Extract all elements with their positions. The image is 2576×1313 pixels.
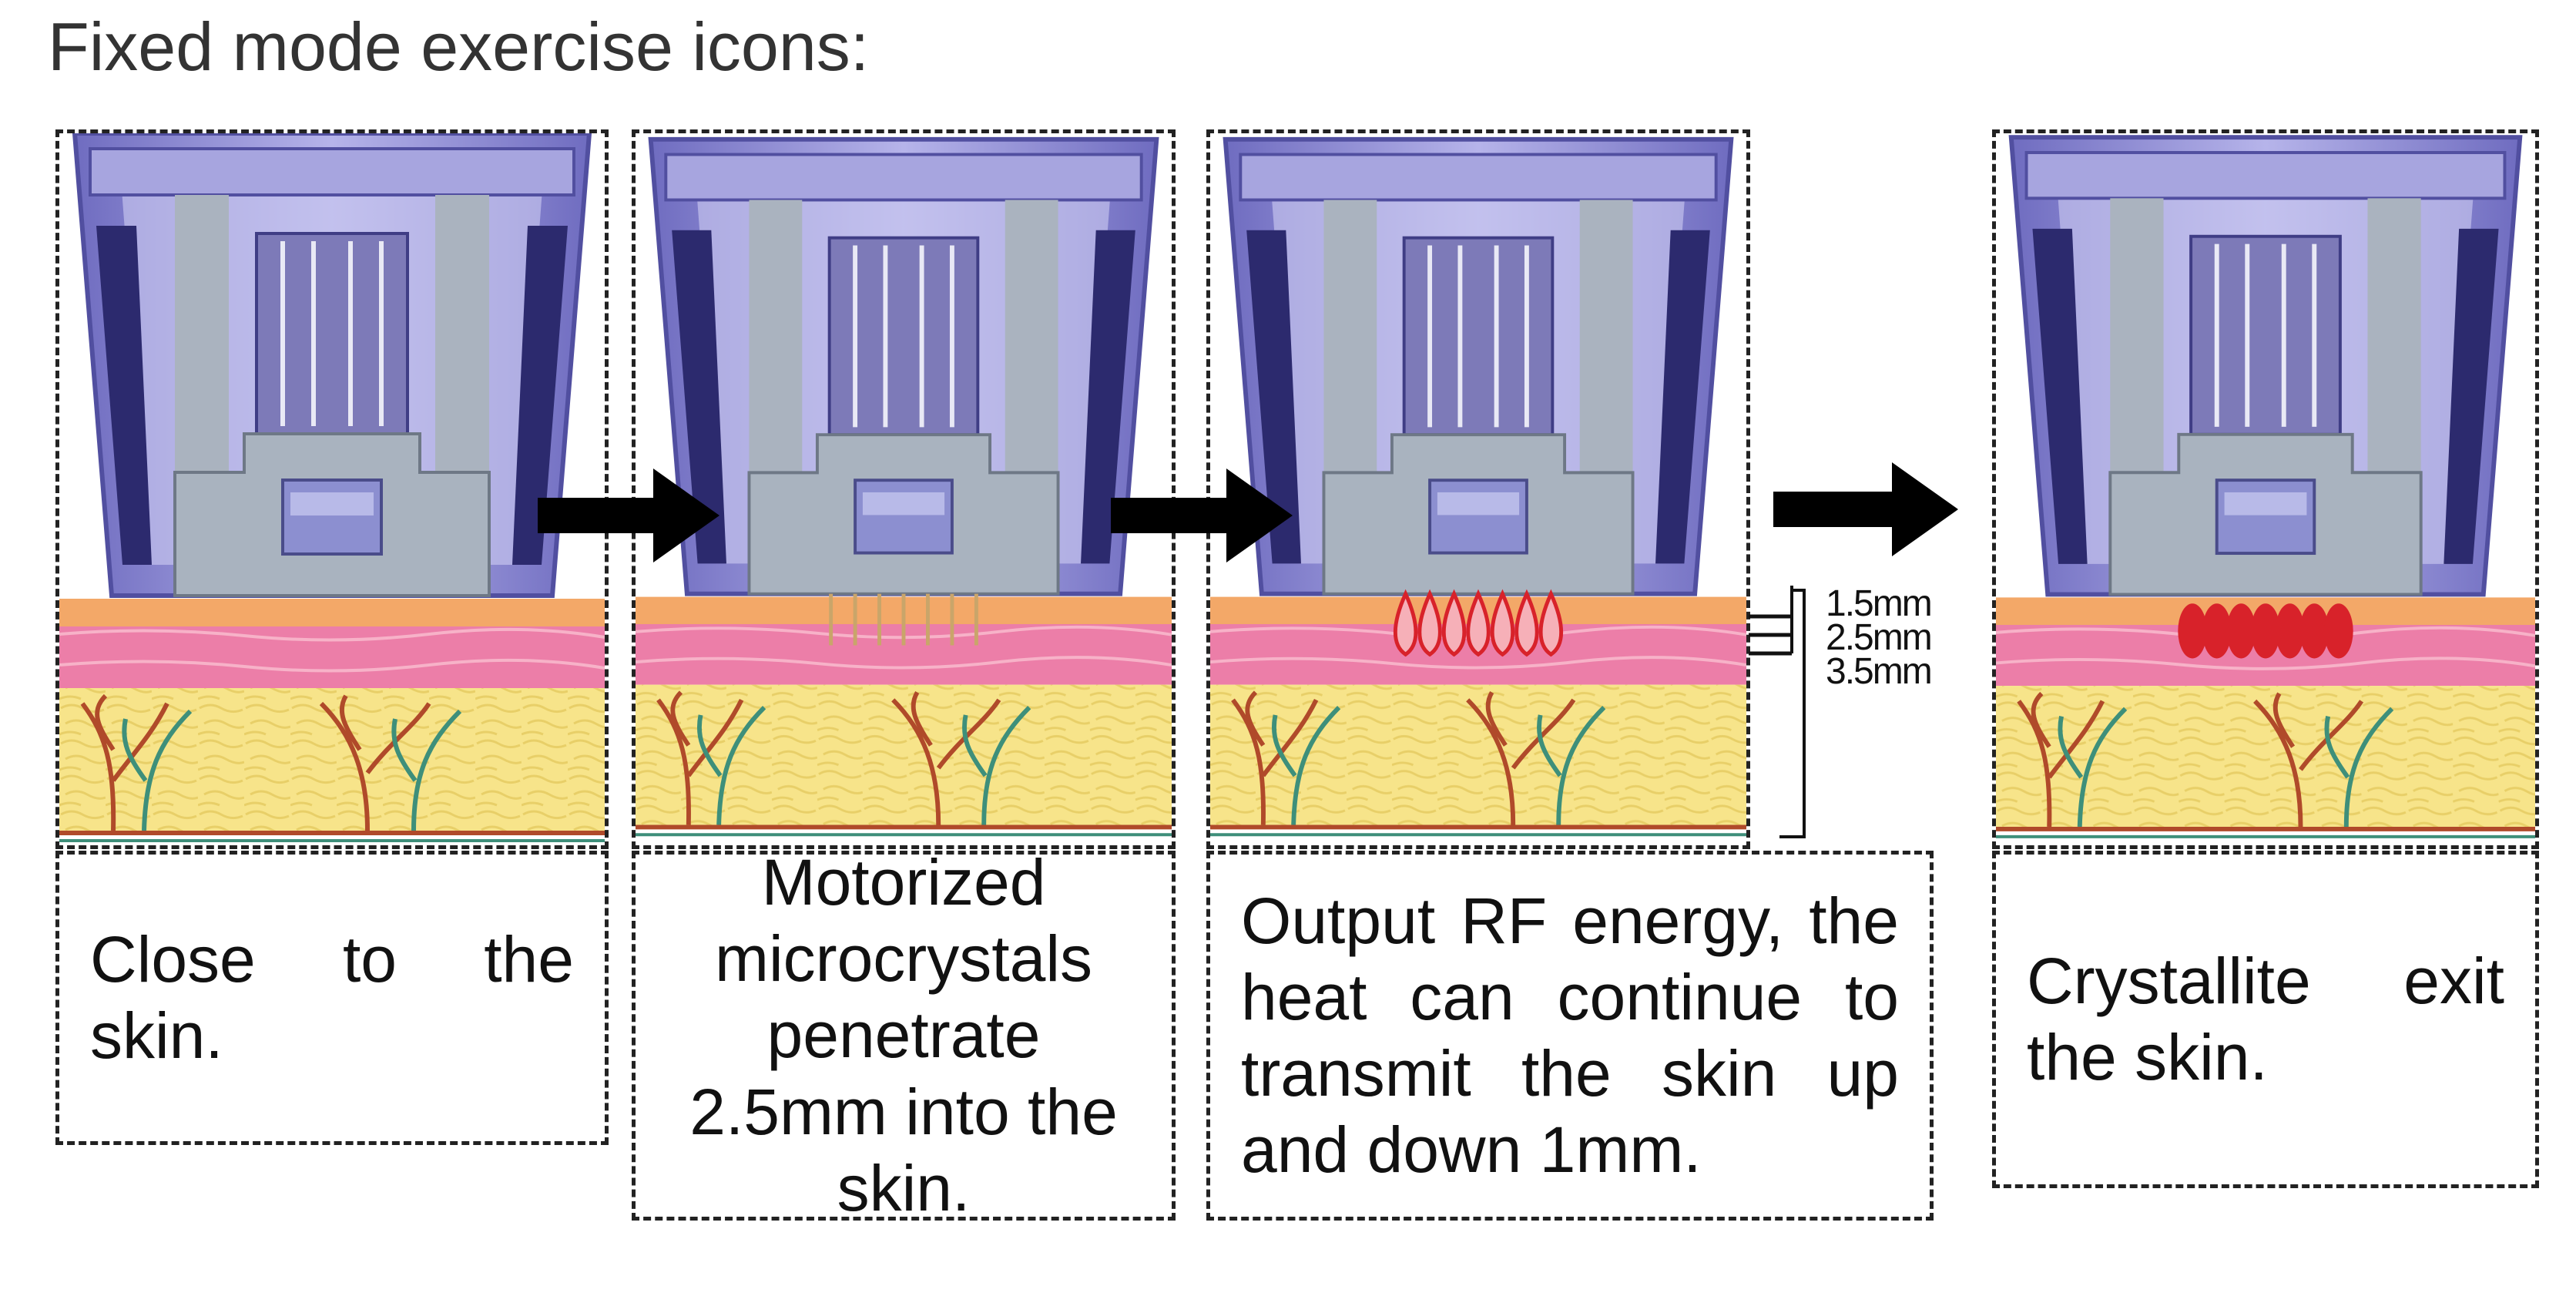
page-title: Fixed mode exercise icons: xyxy=(48,8,870,85)
probe-skin-illustration xyxy=(636,133,1172,845)
probe-skin-illustration xyxy=(1996,133,2535,845)
heated-zones xyxy=(2178,603,2353,659)
depth-scale: 1.5mm 2.5mm 3.5mm xyxy=(1749,586,1980,848)
panel-needles-exit xyxy=(1992,129,2539,849)
panel-rf-energy xyxy=(1206,129,1750,849)
panel-close-to-skin xyxy=(55,129,609,849)
rf-energy-outlines xyxy=(1393,589,1564,657)
depth-label-3: 3.5mm xyxy=(1826,651,1933,692)
probe-skin-illustration xyxy=(59,133,605,845)
caption-step-1: Close to the skin. xyxy=(55,851,609,1145)
caption-step-2: Motorized microcrystals penetrate 2.5mm … xyxy=(632,846,1176,1224)
arrow-right-icon xyxy=(1111,468,1293,562)
caption-step-3: Output RF energy, the heat can continue … xyxy=(1206,851,1934,1221)
arrow-right-icon xyxy=(538,468,719,562)
depth-label-1: 1.5mm xyxy=(1826,583,1933,624)
probe-skin-illustration xyxy=(1210,133,1746,845)
caption-step-4: Crystallite exit the skin. xyxy=(1992,851,2539,1188)
depth-scale-lines xyxy=(1749,586,1806,838)
panel-needles-penetrate xyxy=(632,129,1176,849)
depth-label-2: 2.5mm xyxy=(1826,617,1933,658)
arrow-right-icon xyxy=(1773,462,1958,556)
microneedles xyxy=(829,593,978,646)
